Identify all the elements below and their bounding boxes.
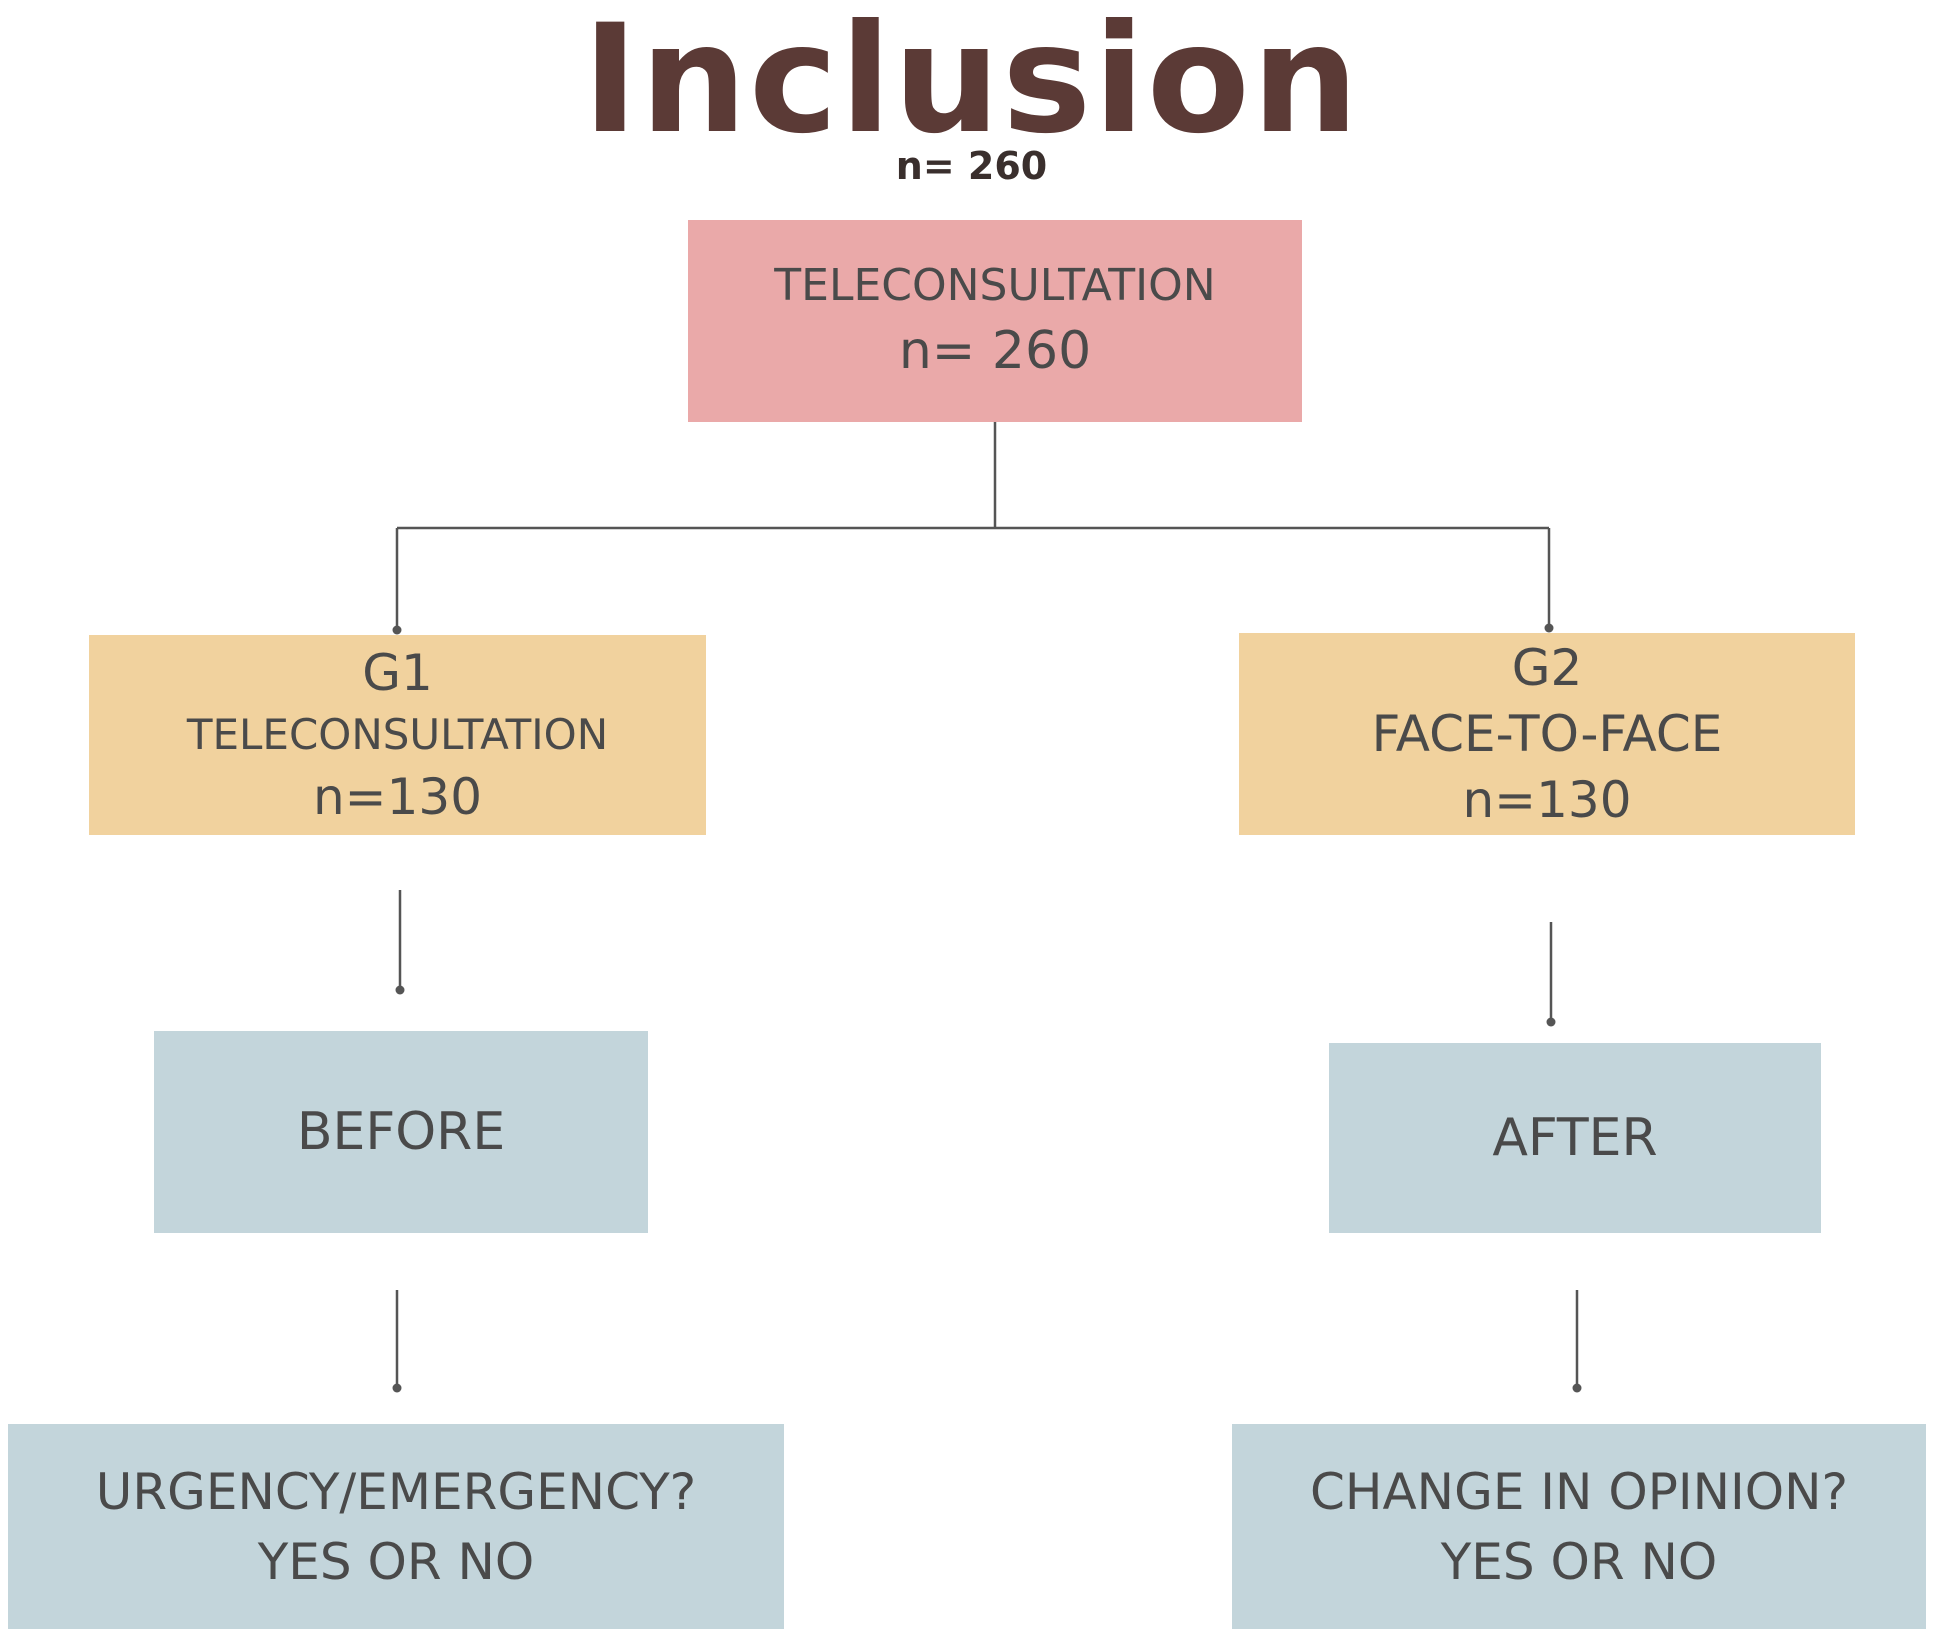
g1-question-box: URGENCY/EMERGENCY? YES OR NO bbox=[8, 1424, 784, 1629]
branch-right-arrow-dot bbox=[1544, 623, 1554, 633]
g2-question-box: CHANGE IN OPINION? YES OR NO bbox=[1232, 1424, 1926, 1629]
g1-question-line2: YES OR NO bbox=[257, 1532, 535, 1591]
root-teleconsultation-box: TELECONSULTATION n= 260 bbox=[688, 220, 1302, 422]
g2-timing-box: AFTER bbox=[1329, 1043, 1821, 1233]
g2-timing-label: AFTER bbox=[1492, 1108, 1658, 1168]
after-to-question-arrow-dot bbox=[1572, 1383, 1582, 1393]
g1-question-line1: URGENCY/EMERGENCY? bbox=[95, 1462, 697, 1521]
diagram-title: Inclusion bbox=[582, 0, 1361, 167]
g1-to-before-arrow-dot bbox=[395, 985, 405, 995]
g2-question-line2: YES OR NO bbox=[1440, 1532, 1718, 1591]
root-count: n= 260 bbox=[898, 321, 1092, 381]
root-label: TELECONSULTATION bbox=[774, 260, 1216, 311]
group-g2-id: G2 bbox=[1511, 639, 1583, 697]
group-g1-box: G1 TELECONSULTATION n=130 bbox=[89, 635, 706, 835]
g1-timing-label: BEFORE bbox=[296, 1102, 506, 1162]
group-g1-count: n=130 bbox=[312, 768, 483, 826]
diagram-subtitle: n= 260 bbox=[895, 144, 1048, 188]
g2-to-after-arrow-dot bbox=[1546, 1017, 1556, 1027]
branch-left-arrow-dot bbox=[392, 625, 402, 635]
group-g1-id: G1 bbox=[362, 644, 433, 702]
group-g1-mode: TELECONSULTATION bbox=[186, 710, 609, 759]
group-g2-mode: FACE-TO-FACE bbox=[1371, 705, 1723, 763]
group-g2-box: G2 FACE-TO-FACE n=130 bbox=[1239, 633, 1855, 835]
g2-question-line1: CHANGE IN OPINION? bbox=[1309, 1462, 1849, 1521]
group-g2-count: n=130 bbox=[1462, 771, 1632, 829]
g1-timing-box: BEFORE bbox=[154, 1031, 648, 1233]
before-to-question-arrow-dot bbox=[392, 1383, 402, 1393]
